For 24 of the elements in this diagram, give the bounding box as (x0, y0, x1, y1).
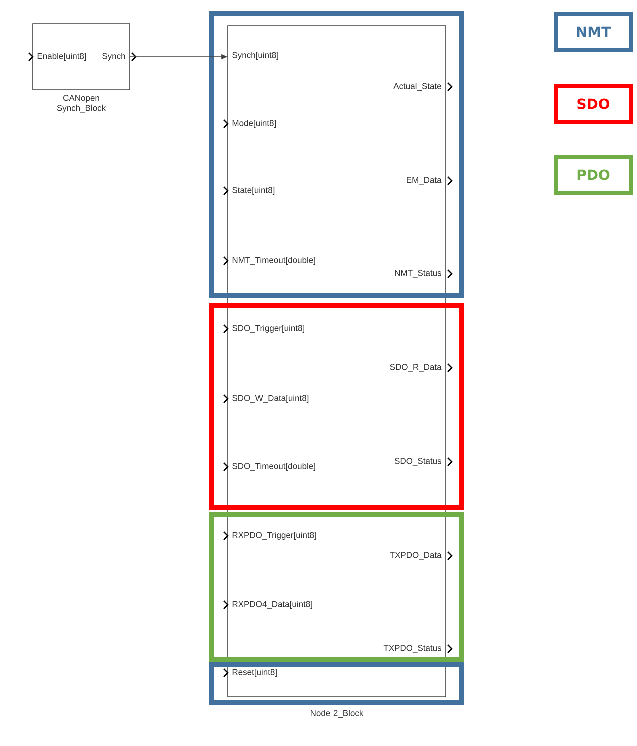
port-label: Mode[uint8] (232, 120, 276, 128)
port-label: TXPDO_Data (390, 552, 442, 560)
port-label: State[uint8] (232, 187, 275, 195)
port-label: SDO_W_Data[uint8] (232, 395, 309, 403)
port-label: Synch (102, 53, 126, 61)
block-caption: Node 2_Block (311, 710, 364, 718)
port-label: NMT_Timeout[double] (232, 257, 316, 265)
port-label: SDO_R_Data (390, 364, 442, 372)
port-label: RXPDO_Trigger[uint8] (232, 532, 316, 540)
port-label: Actual_State (394, 83, 442, 91)
port-label: Synch[uint8] (232, 52, 278, 60)
port-label: TXPDO_Status (384, 645, 442, 653)
legend-label: SDO (578, 98, 610, 110)
port-label: SDO_Timeout[double] (232, 463, 316, 471)
port-label: EM_Data (407, 177, 442, 185)
legend-label: PDO (578, 170, 610, 180)
legend-label: NMT (577, 26, 612, 38)
port-label: RXPDO4_Data[uint8] (232, 601, 312, 609)
port-label: NMT_Status (395, 270, 442, 278)
block-caption: CANopen Synch_Block (57, 95, 106, 113)
port-label: SDO_Trigger[uint8] (232, 325, 304, 333)
port-label: Enable[uint8] (38, 53, 86, 61)
port-label: SDO_Status (394, 458, 442, 466)
port-label: Reset[uint8] (232, 669, 277, 677)
